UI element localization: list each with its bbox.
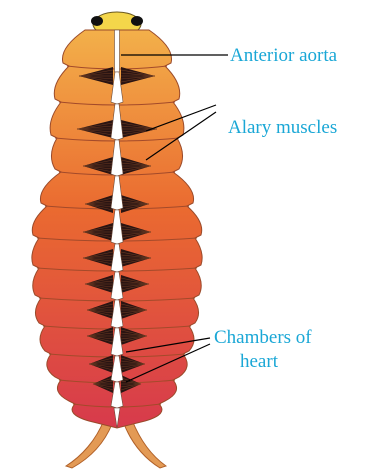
chambers-of-heart-label-line1: Chambers of <box>214 327 312 348</box>
chambers-of-heart-label-line2: heart <box>240 351 279 372</box>
alary-muscles-label: Alary muscles <box>228 117 337 138</box>
anterior-aorta-label: Anterior aorta <box>230 45 338 66</box>
dorsal-heart-tube <box>111 30 123 428</box>
anterior-aorta <box>115 30 120 72</box>
